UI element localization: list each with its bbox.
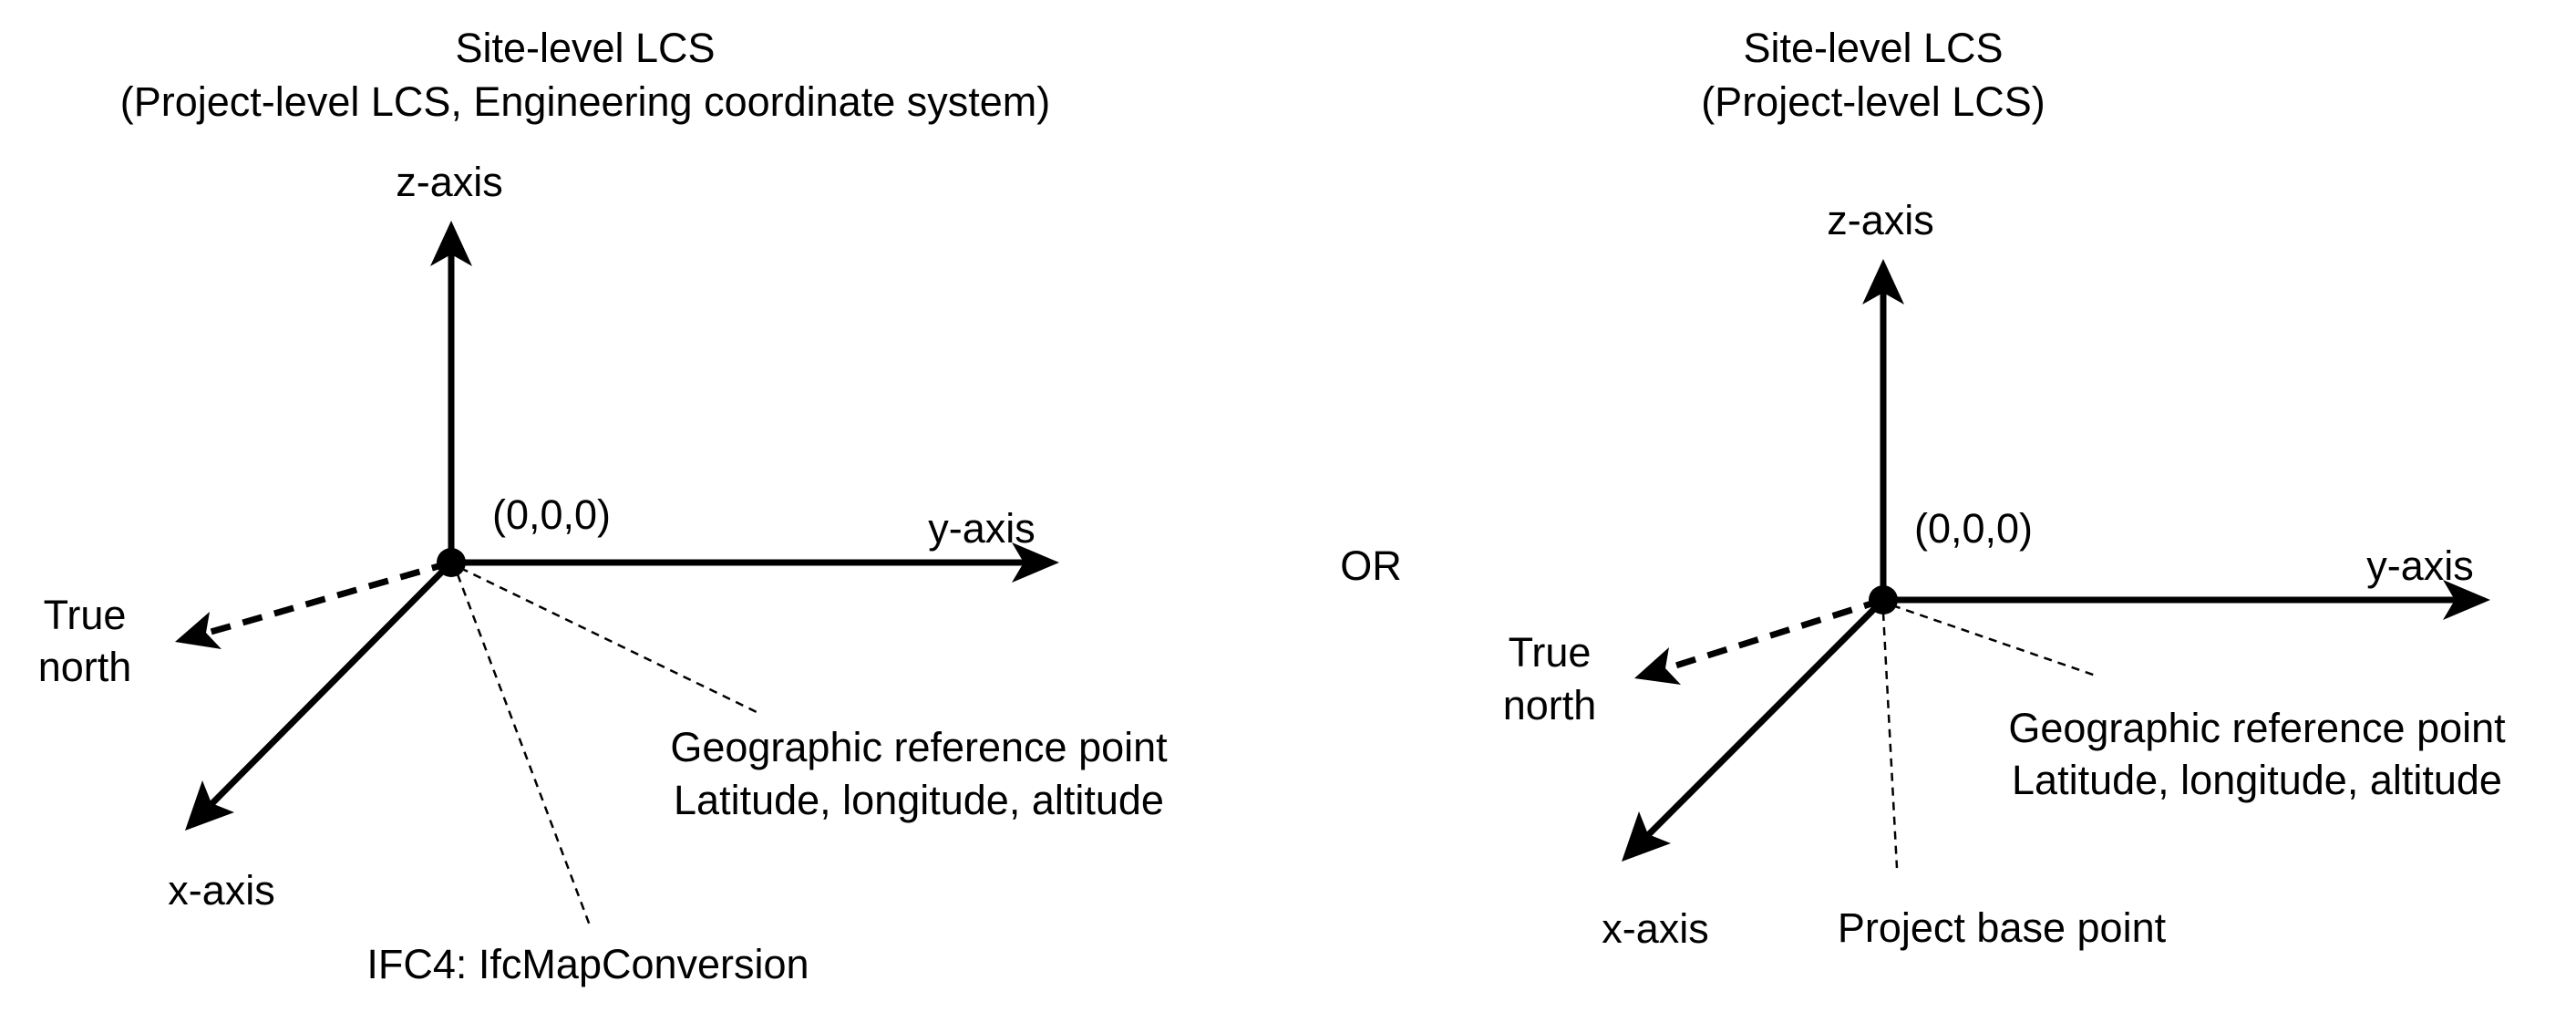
- left-geo-ref-label-line2: Latitude, longitude, altitude: [674, 777, 1164, 823]
- left-true-north-label-line1: True: [44, 592, 127, 638]
- left-z-axis-arrowhead: [430, 221, 472, 266]
- left-title-line1: Site-level LCS: [455, 25, 715, 71]
- left-map-conversion-leader: [456, 573, 592, 926]
- right-geo-ref-label-line1: Geographic reference point: [2008, 705, 2506, 751]
- left-y-axis-label: y-axis: [928, 505, 1036, 552]
- right-x-axis-arrowhead: [1622, 811, 1671, 862]
- right-origin-label: (0,0,0): [1914, 505, 2033, 552]
- right-geo-ref-leader: [1891, 604, 2099, 678]
- right-base-point-leader: [1881, 612, 1899, 869]
- left-origin-point: [437, 548, 466, 577]
- left-geo-ref-leader: [459, 566, 759, 715]
- left-map-conversion-label: IFC4: IfcMapConversion: [366, 941, 809, 987]
- right-y-axis-label: y-axis: [2366, 542, 2474, 589]
- right-z-axis-label: z-axis: [1827, 197, 1934, 243]
- left-y-axis-arrowhead: [1012, 542, 1059, 583]
- right-x-axis-line: [1644, 596, 1887, 839]
- left-true-north-label-line2: north: [38, 644, 132, 690]
- left-x-axis-line: [208, 559, 455, 808]
- left-x-axis-label: x-axis: [168, 867, 275, 914]
- right-title-line2: (Project-level LCS): [1701, 78, 2045, 125]
- or-separator: OR: [1340, 542, 1402, 589]
- left-z-axis-label: z-axis: [396, 159, 503, 205]
- right-y-axis-arrowhead: [2443, 580, 2490, 620]
- left-x-axis-arrowhead: [185, 780, 234, 831]
- left-geo-ref-label-line1: Geographic reference point: [670, 724, 1168, 770]
- right-true-north-label-line1: True: [1509, 629, 1592, 676]
- left-true-north-arrowhead: [175, 612, 222, 649]
- left-true-north-line: [207, 559, 452, 636]
- left-panel: Site-level LCS (Project-level LCS, Engin…: [38, 25, 1168, 987]
- right-true-north-line: [1665, 596, 1885, 672]
- right-origin-point: [1869, 585, 1898, 614]
- right-geo-ref-label-line2: Latitude, longitude, altitude: [2012, 757, 2502, 803]
- right-base-point-label: Project base point: [1838, 904, 2167, 951]
- right-true-north-label-line2: north: [1503, 682, 1597, 728]
- right-panel: Site-level LCS (Project-level LCS) z-axi…: [1503, 25, 2506, 952]
- left-title-line2: (Project-level LCS, Engineering coordina…: [120, 78, 1050, 125]
- left-origin-label: (0,0,0): [492, 491, 611, 538]
- right-title-line1: Site-level LCS: [1743, 25, 2003, 71]
- right-x-axis-label: x-axis: [1602, 905, 1709, 952]
- right-z-axis-arrowhead: [1862, 259, 1904, 305]
- right-true-north-arrowhead: [1634, 647, 1681, 685]
